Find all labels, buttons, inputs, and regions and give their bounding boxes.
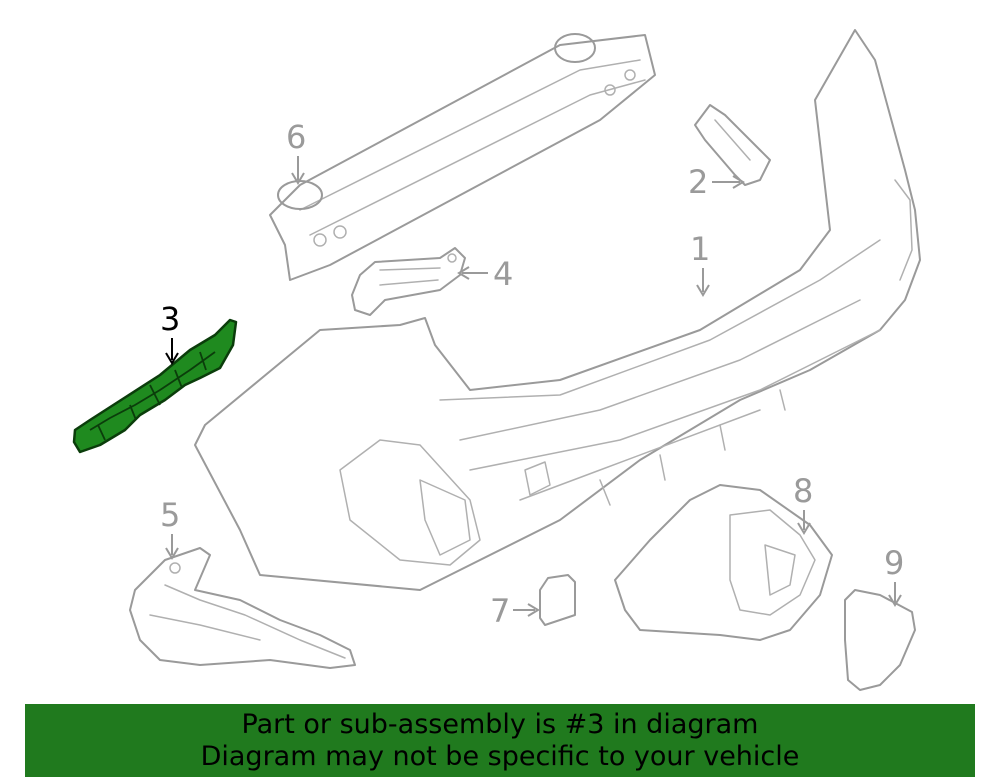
banner-line-part: Part or sub-assembly is #3 in diagram <box>241 708 759 740</box>
callout-2: 2 <box>688 163 745 201</box>
disclaimer-banner: Part or sub-assembly is #3 in diagram Di… <box>25 704 975 777</box>
parts-diagram: 1 2 3 4 5 6 7 8 9 <box>72 29 921 691</box>
callout-8-label: 8 <box>793 472 813 510</box>
callout-5: 5 <box>160 496 180 560</box>
callout-6: 6 <box>286 118 306 185</box>
callout-1: 1 <box>690 230 710 297</box>
callout-9-label: 9 <box>884 544 904 582</box>
part-7-cap[interactable] <box>539 574 576 626</box>
callout-4-label: 4 <box>493 255 513 293</box>
part-6-reinforcement-beam[interactable] <box>269 33 656 281</box>
callout-4: 4 <box>457 255 513 293</box>
part-3-side-bracket-highlighted[interactable] <box>72 318 238 454</box>
callout-1-label: 1 <box>690 230 710 268</box>
callout-5-label: 5 <box>160 496 180 534</box>
callout-7: 7 <box>490 592 540 630</box>
part-4-bracket[interactable] <box>351 247 466 316</box>
callout-7-label: 7 <box>490 592 510 630</box>
callout-2-label: 2 <box>688 163 708 201</box>
part-9-reflector[interactable] <box>844 589 916 691</box>
callout-3-label: 3 <box>160 300 180 338</box>
callout-3: 3 <box>160 300 180 365</box>
callout-6-label: 6 <box>286 118 306 156</box>
callout-9: 9 <box>884 544 904 607</box>
part-5-side-bracket[interactable] <box>129 547 356 669</box>
part-1-bumper-cover[interactable] <box>194 29 921 591</box>
part-2-bracket[interactable] <box>694 104 771 186</box>
part-8-reflector-housing[interactable] <box>614 484 833 641</box>
banner-line-disclaimer: Diagram may not be specific to your vehi… <box>200 740 800 772</box>
callout-8: 8 <box>793 472 813 535</box>
